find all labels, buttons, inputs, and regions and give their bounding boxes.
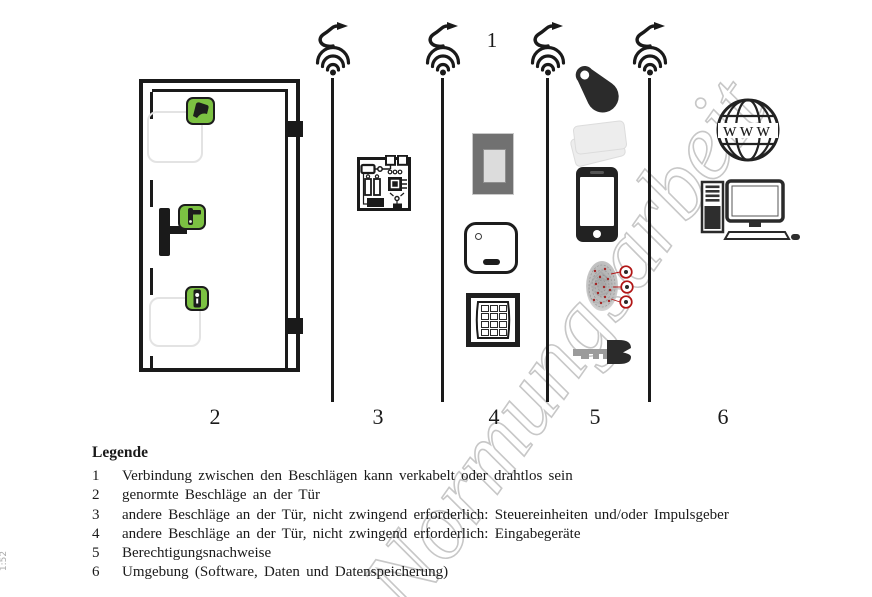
legend-item-number: 1 xyxy=(92,468,100,484)
door-pad-top xyxy=(147,111,203,163)
column-line-6 xyxy=(648,78,651,402)
fitting-handle xyxy=(178,204,206,230)
legend-item-text: andere Beschläge an der Tür, nicht zwing… xyxy=(122,525,581,542)
door-leaf-dashed-edge xyxy=(150,92,153,370)
smart-reader-led xyxy=(475,233,482,240)
smartphone xyxy=(576,167,618,242)
door-closer-icon xyxy=(193,102,209,118)
column-line-3 xyxy=(331,78,334,402)
column-line-4 xyxy=(441,78,444,402)
keypad xyxy=(466,293,520,352)
smartphone-speaker xyxy=(590,171,604,174)
key-fob xyxy=(574,60,632,125)
www-globe-icon: www xyxy=(716,98,780,162)
legend-item-number: 4 xyxy=(92,525,100,542)
legend-item-number: 3 xyxy=(92,506,100,523)
column-number-5: 5 xyxy=(589,404,601,429)
legend-item-text: Berechtigungsnachweise xyxy=(122,545,272,562)
column-number-2: 2 xyxy=(209,404,221,429)
globe-www-label: www xyxy=(723,120,773,141)
smartphone-home-button xyxy=(593,230,601,238)
legend-item-1: 1 Verbindung zwischen den Beschlägen kan… xyxy=(92,467,864,486)
fingerprint-icon xyxy=(586,261,634,311)
antenna-icon-1 xyxy=(311,20,355,81)
circuit-board-icon xyxy=(357,154,411,211)
column-line-5 xyxy=(546,78,549,402)
smart-reader xyxy=(464,222,518,274)
connection-label-1: 1 xyxy=(486,28,498,52)
door-leaf-right-edge xyxy=(285,89,288,372)
fingerprint xyxy=(583,257,635,322)
desktop-computer xyxy=(696,176,800,247)
smartphone-screen xyxy=(580,177,614,226)
antenna-icon-3 xyxy=(526,20,570,81)
column-number-4: 4 xyxy=(488,404,500,429)
legend-item-4: 4 andere Beschläge an der Tür, nicht zwi… xyxy=(92,525,864,544)
legend-item-3: 3 andere Beschläge an der Tür, nicht zwi… xyxy=(92,506,864,525)
legend-item-number: 6 xyxy=(92,564,100,581)
door-lock-icon xyxy=(193,289,201,308)
minutiae-markers xyxy=(619,265,634,309)
legend-item-5: 5 Berechtigungsnachweise xyxy=(92,544,864,563)
wall-switch xyxy=(472,133,514,195)
antenna-icon-4 xyxy=(628,20,672,81)
keypad-icon xyxy=(466,293,520,347)
legend-item-number: 5 xyxy=(92,545,100,562)
legend-item-number: 2 xyxy=(92,487,100,504)
mechanical-key xyxy=(571,337,635,372)
door-hinge-bottom xyxy=(287,318,303,334)
legend-title: Legende xyxy=(92,444,148,461)
www-globe: www xyxy=(710,92,786,173)
door-handle-lever xyxy=(168,226,187,234)
control-unit xyxy=(357,154,411,216)
legend-item-text: Verbindung zwischen den Beschlägen kann … xyxy=(122,468,573,484)
door-frame xyxy=(139,79,300,372)
legend: Legende 1 Verbindung zwischen den Beschl… xyxy=(92,444,864,583)
legend-item-6: 6 Umgebung (Software, Daten und Datenspe… xyxy=(92,563,864,582)
legend-item-text: genormte Beschläge an der Tür xyxy=(122,487,320,504)
edge-note: 1:52 xyxy=(0,550,10,572)
key-fob-icon xyxy=(575,66,619,113)
door-handle-backplate xyxy=(159,208,170,256)
door-hinge-top xyxy=(287,121,303,137)
legend-item-2: 2 genormte Beschläge an der Tür xyxy=(92,486,864,505)
desktop-computer-icon xyxy=(700,179,800,240)
smart-reader-slot xyxy=(482,259,500,265)
rfid-cards xyxy=(569,119,630,168)
door-leaf-top-edge xyxy=(152,89,288,92)
fitting-door-closer xyxy=(186,97,215,125)
legend-item-text: Umgebung (Software, Daten und Datenspeic… xyxy=(122,564,449,581)
fitting-lock xyxy=(185,286,209,311)
key-icon xyxy=(573,340,631,364)
column-number-6: 6 xyxy=(717,404,729,429)
wall-switch-rocker xyxy=(483,149,506,183)
antenna-icon-2 xyxy=(421,20,465,81)
door-pad-bottom xyxy=(149,297,201,347)
door-handle-icon xyxy=(188,208,201,225)
legend-item-text: andere Beschläge an der Tür, nicht zwing… xyxy=(122,506,729,523)
column-number-3: 3 xyxy=(372,404,384,429)
